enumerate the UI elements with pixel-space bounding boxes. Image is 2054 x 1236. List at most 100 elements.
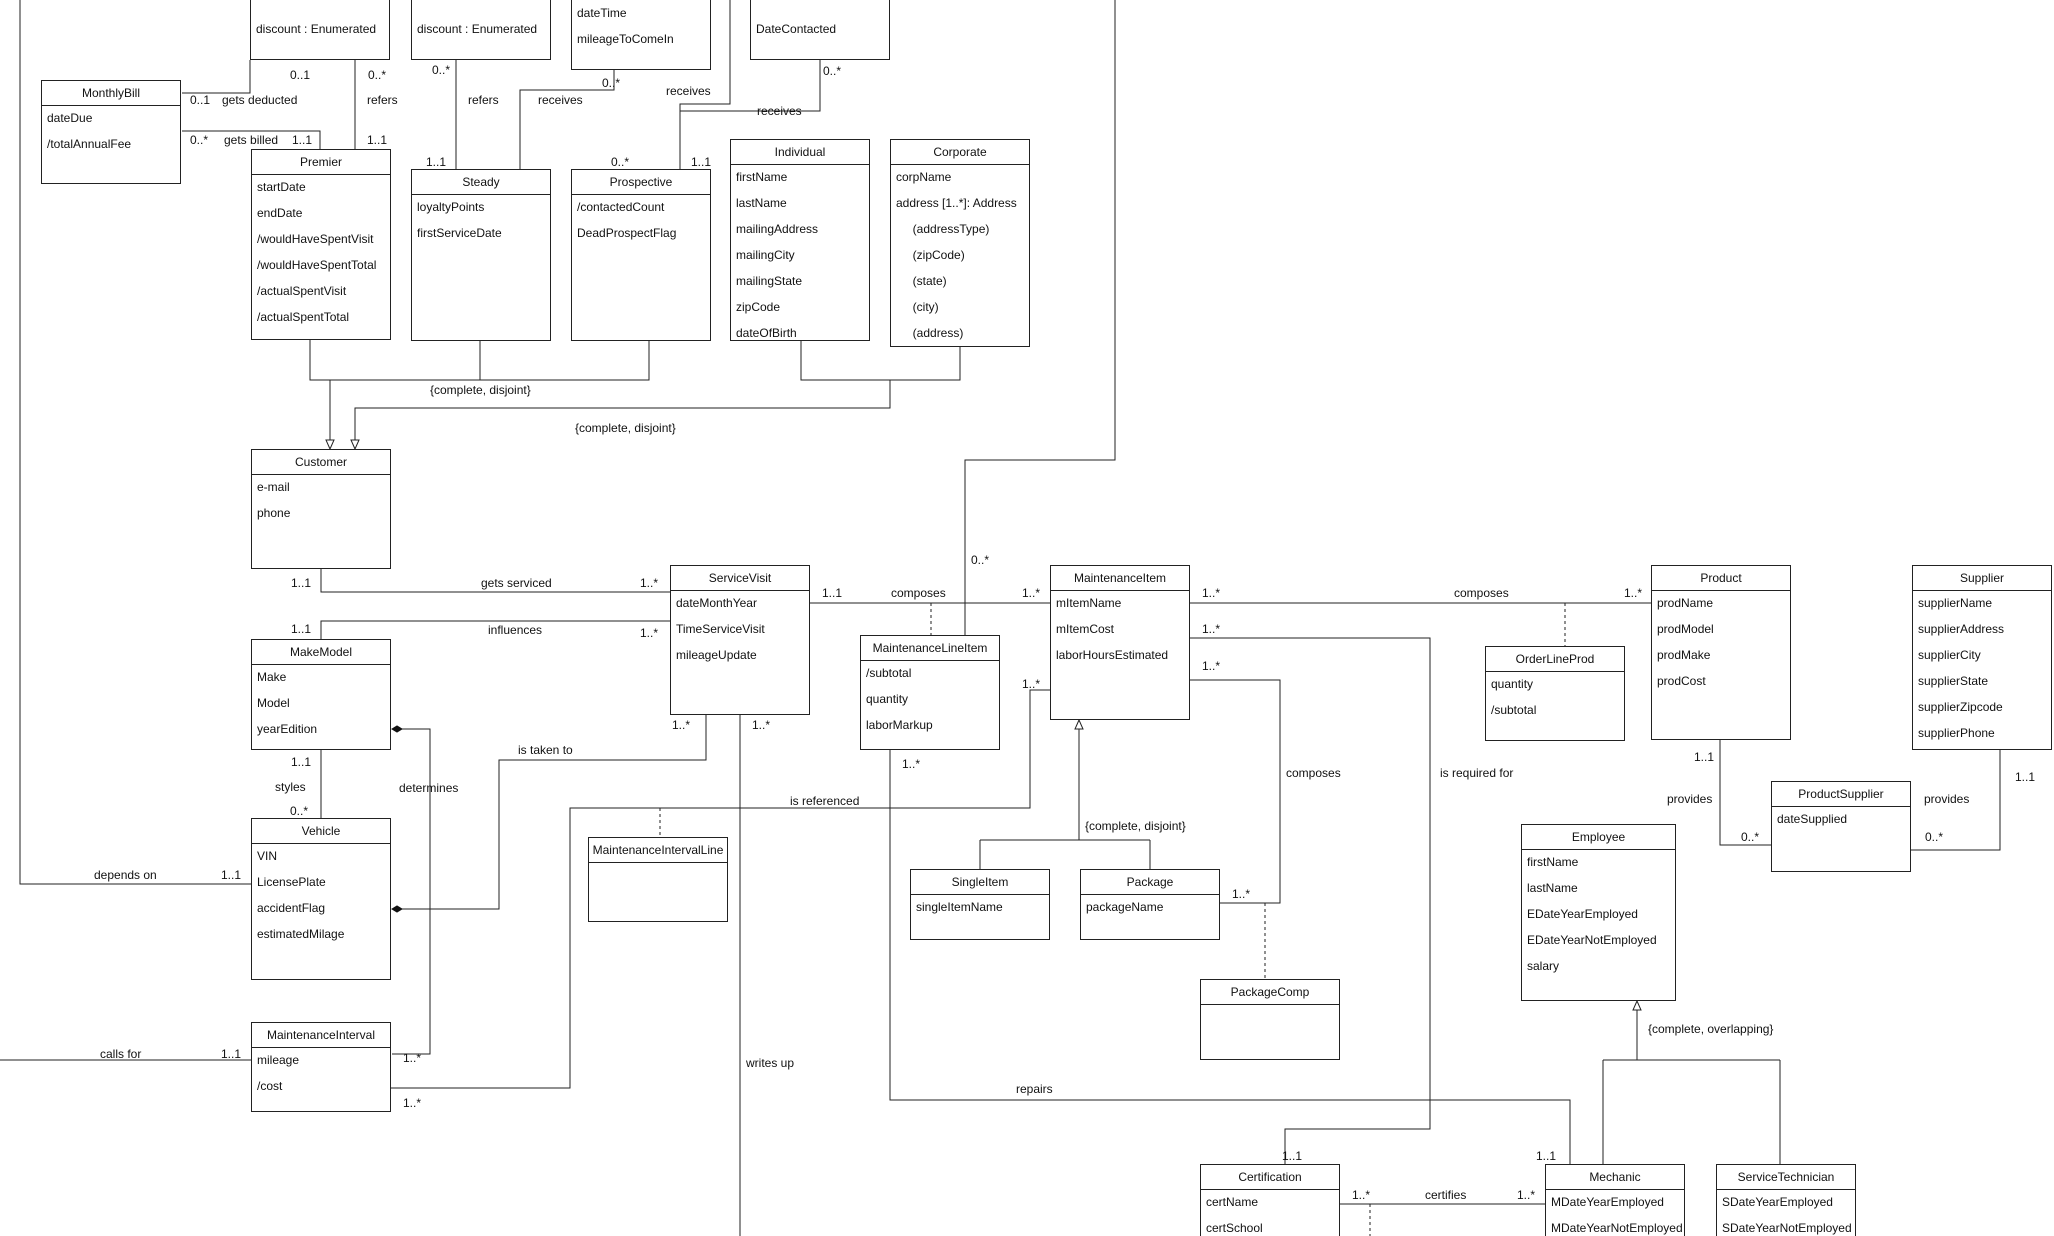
multiplicity-label: 0..1 bbox=[190, 93, 211, 107]
class-attribute: VIN bbox=[257, 849, 278, 863]
class-attribute: /actualSpentTotal bbox=[257, 310, 350, 324]
association-label: calls for bbox=[100, 1047, 142, 1061]
class-attribute: MDateYearNotEmployed bbox=[1551, 1221, 1683, 1235]
class-attribute: quantity bbox=[866, 692, 909, 706]
multiplicity-label: 1..1 bbox=[367, 133, 388, 147]
multiplicity-label: 0..* bbox=[1925, 830, 1944, 844]
association-label: composes bbox=[891, 586, 946, 600]
class-attribute: dateTime bbox=[577, 6, 627, 20]
generalization-arrowhead bbox=[1632, 999, 1642, 1011]
association-label: refers bbox=[367, 93, 398, 107]
class-attributes: dateSupplied bbox=[1772, 807, 1910, 837]
class-attribute: dateOfBirth bbox=[736, 326, 797, 340]
constraint-label: {complete, overlapping} bbox=[1648, 1022, 1774, 1036]
association-label: certifies bbox=[1425, 1188, 1467, 1202]
class-attribute: SDateYearEmployed bbox=[1722, 1195, 1833, 1209]
class-attribute: /cost bbox=[257, 1079, 283, 1093]
multiplicity-label: 1..1 bbox=[691, 155, 712, 169]
class-attribute: mileageToComeIn bbox=[577, 32, 674, 46]
class-attributes bbox=[1201, 1005, 1339, 1009]
class-attribute: TimeServiceVisit bbox=[676, 622, 765, 636]
multiplicity-label: 1..* bbox=[902, 757, 921, 771]
multiplicity-label: 1..* bbox=[1202, 586, 1221, 600]
class-attributes: dateTime mileageToComeIn bbox=[572, 0, 710, 57]
class-attribute: loyaltyPoints bbox=[417, 200, 485, 214]
class-attribute: certName bbox=[1206, 1195, 1259, 1209]
multiplicity-label: 0..* bbox=[823, 64, 842, 78]
class-attribute: EDateYearEmployed bbox=[1527, 907, 1638, 921]
association-line bbox=[964, 0, 1116, 635]
class-attribute: dateSupplied bbox=[1777, 812, 1848, 826]
association-label: gets deducted bbox=[222, 93, 298, 107]
class-attribute: supplierState bbox=[1918, 674, 1989, 688]
class-title: Individual bbox=[731, 140, 869, 165]
class-box-datetime: dateTime mileageToComeIn bbox=[571, 0, 711, 70]
association-line bbox=[354, 380, 891, 449]
class-attribute: (addressType) bbox=[896, 222, 990, 236]
class-attribute: packageName bbox=[1086, 900, 1164, 914]
class-attributes: packageName bbox=[1081, 895, 1219, 925]
class-title: Corporate bbox=[891, 140, 1029, 165]
class-attribute: mailingAddress bbox=[736, 222, 819, 236]
class-attribute: /subtotal bbox=[1491, 703, 1537, 717]
class-title: Prospective bbox=[572, 170, 710, 195]
class-attribute: supplierName bbox=[1918, 596, 1993, 610]
generalization-arrowhead bbox=[1074, 718, 1084, 730]
class-attribute: (state) bbox=[896, 274, 947, 288]
multiplicity-label: 1..1 bbox=[291, 755, 312, 769]
association-line bbox=[519, 70, 615, 169]
multiplicity-label: 1..* bbox=[752, 718, 771, 732]
class-attribute: lastName bbox=[1527, 881, 1578, 895]
class-attribute: discount : Enumerated bbox=[256, 22, 377, 36]
multiplicity-label: 1..* bbox=[672, 718, 691, 732]
class-attributes: DateContacted bbox=[751, 0, 889, 47]
class-attributes: discount : Enumerated bbox=[412, 0, 550, 47]
class-attribute: /wouldHaveSpentVisit bbox=[257, 232, 374, 246]
class-attributes: mileage/cost bbox=[252, 1048, 390, 1104]
class-attributes: dateDue/totalAnnualFee bbox=[42, 106, 180, 162]
association-line bbox=[1190, 679, 1281, 904]
class-attribute: estimatedMilage bbox=[257, 927, 345, 941]
class-attribute: mileage bbox=[257, 1053, 300, 1067]
class-attribute: laborMarkup bbox=[866, 718, 933, 732]
multiplicity-label: 0..* bbox=[368, 68, 387, 82]
class-attribute: /subtotal bbox=[866, 666, 912, 680]
association-label: styles bbox=[275, 780, 306, 794]
class-title: Package bbox=[1081, 870, 1219, 895]
association-line bbox=[320, 620, 670, 639]
multiplicity-label: 1..1 bbox=[221, 868, 242, 882]
multiplicity-label: 1..* bbox=[1517, 1188, 1536, 1202]
class-attribute: dateDue bbox=[47, 111, 93, 125]
class-attribute: (city) bbox=[896, 300, 939, 314]
class-box-disc2: discount : Enumerated bbox=[411, 0, 551, 60]
class-title: MaintenanceInterval bbox=[252, 1023, 390, 1048]
multiplicity-label: 1..1 bbox=[1694, 750, 1715, 764]
class-attribute: mItemCost bbox=[1056, 622, 1115, 636]
class-attribute: Model bbox=[257, 696, 290, 710]
multiplicity-label: 1..* bbox=[403, 1096, 422, 1110]
constraint-label: {complete, disjoint} bbox=[430, 383, 531, 397]
association-line bbox=[679, 0, 731, 169]
association-label: repairs bbox=[1016, 1082, 1053, 1096]
association-label: refers bbox=[468, 93, 499, 107]
multiplicity-label: 0..* bbox=[971, 553, 990, 567]
class-box-disc1: discount : Enumerated bbox=[250, 0, 390, 60]
multiplicity-label: 0..* bbox=[432, 63, 451, 77]
class-title: MaintenanceItem bbox=[1051, 566, 1189, 591]
